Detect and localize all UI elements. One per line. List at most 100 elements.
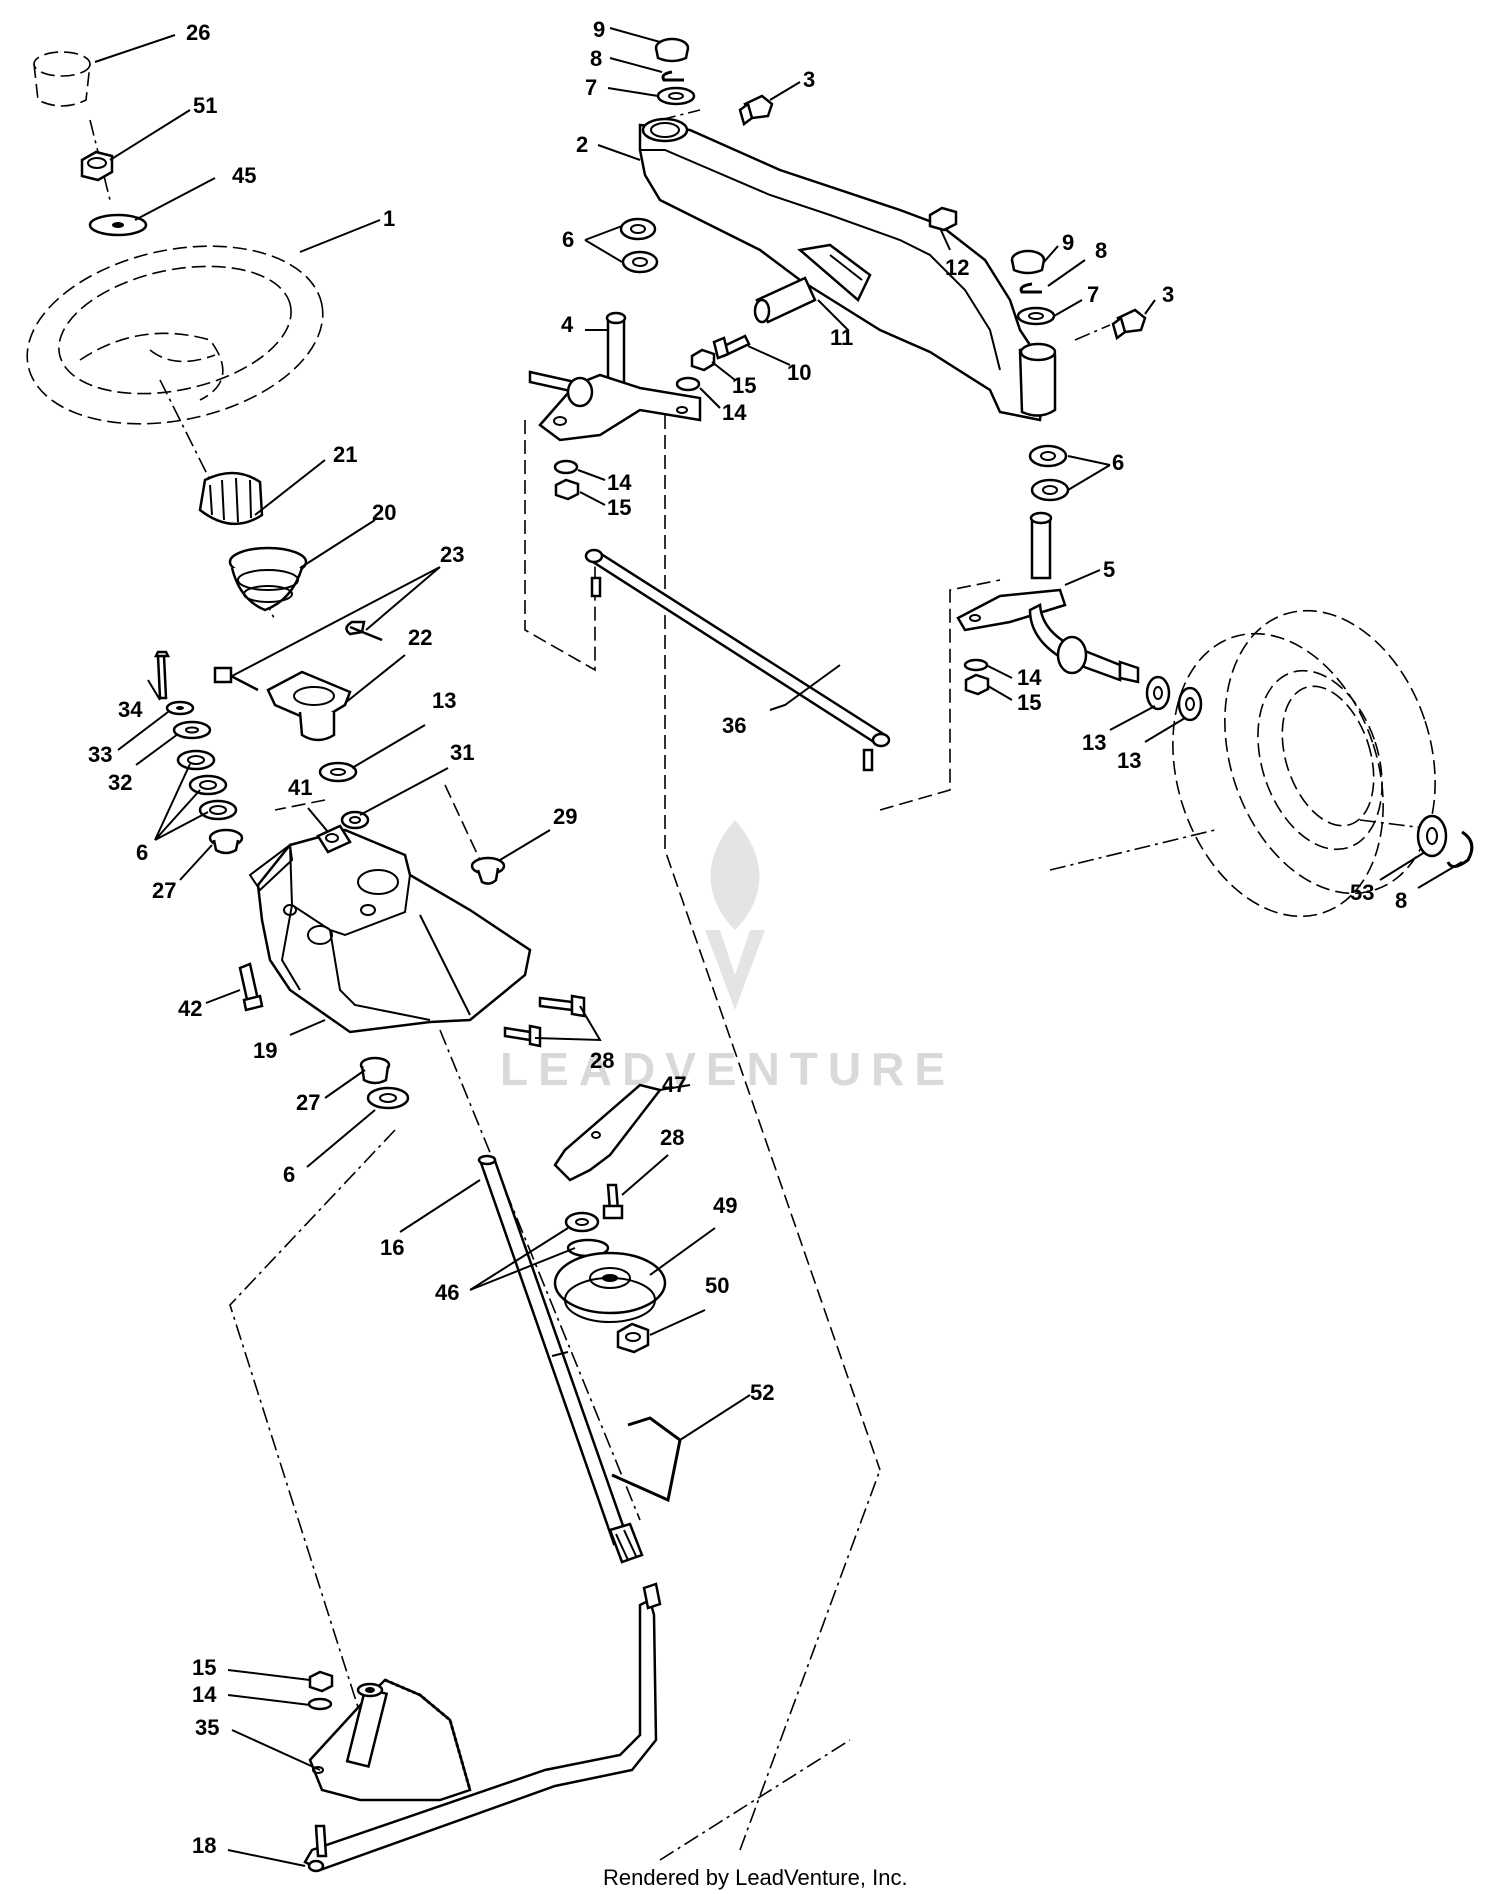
e-ring-8-left [661,70,684,82]
callout-23: 23 [440,542,464,567]
nut-50 [616,1322,650,1354]
callout-8-right: 8 [1095,238,1107,263]
callout-2: 2 [576,132,588,157]
callout-10: 10 [787,360,811,385]
callout-53: 53 [1350,880,1374,905]
callout-26: 26 [186,20,210,45]
callout-49: 49 [713,1193,737,1218]
callout-21: 21 [333,442,357,467]
callout-15-mid: 15 [607,495,631,520]
leadventure-watermark: LEADVENTURE [500,820,955,1095]
steering-cap [33,51,91,107]
callout-5: 5 [1103,557,1115,582]
bushing-31 [340,810,370,830]
callout-9-left: 9 [593,17,605,42]
bolt-18 [314,1824,328,1858]
steering-nut [80,150,114,182]
e-ring-8-right [1019,282,1042,294]
washer-7-left [656,86,696,106]
nut-15-mid [554,478,580,501]
callout-45: 45 [232,163,256,188]
callout-14-spindle: 14 [722,400,747,425]
footer-credit: Rendered by LeadVenture, Inc. [603,1865,908,1890]
steering-boot [228,546,308,612]
washer-14-mid [553,459,579,475]
bolt-3-right [1111,308,1147,341]
callout-41: 41 [288,775,312,800]
callout-42: 42 [178,996,202,1021]
callout-16: 16 [380,1235,404,1260]
spacer-11 [753,276,817,324]
sector-gear-35 [308,1678,472,1802]
tie-rod-36 [584,548,891,772]
idler-pulley-49 [553,1251,667,1323]
callout-15-right: 15 [1017,690,1041,715]
callout-13-right-b: 13 [1117,748,1141,773]
callout-14-lower: 14 [192,1682,217,1707]
drag-link [303,1582,662,1873]
nut-15-lower [308,1670,334,1693]
bolt-42 [238,962,264,1012]
callout-27-upper: 27 [152,878,176,903]
callout-22: 22 [408,625,432,650]
washer-14-right [963,658,989,672]
callout-6-stack: 6 [136,840,148,865]
steering-shaft [477,1154,644,1564]
bearing-flange [266,670,352,742]
cap-9-right [1010,249,1046,275]
callout-6-axle-right: 6 [1112,450,1124,475]
bolts-28 [503,994,586,1048]
bushing-29 [470,856,506,885]
callout-1: 1 [383,206,395,231]
idler-bracket-47 [553,1083,663,1182]
front-axle-beam [638,117,1057,422]
callout-15-spindle: 15 [732,373,756,398]
bolt-28-idler [602,1183,624,1220]
e-ring-8-wheel [1446,830,1474,868]
callout-51: 51 [193,93,217,118]
steering-wheel [26,245,324,425]
callout-8-left: 8 [590,46,602,71]
callout-52: 52 [750,1380,774,1405]
bushing-27-lower [359,1056,391,1085]
leader-lines [94,27,1463,1867]
bearing-stack-6 [176,749,238,821]
callout-14-mid: 14 [607,470,632,495]
bolt-3-left [738,94,774,127]
washer-53 [1416,814,1448,858]
callout-4: 4 [561,312,574,337]
washer-33 [165,700,195,716]
callout-11: 11 [830,325,853,350]
front-wheel [1172,609,1436,918]
spring-52 [611,1416,682,1503]
callout-3-left: 3 [803,67,815,92]
spindle-5-right [956,511,1140,684]
callout-28-idler: 28 [660,1125,684,1150]
callout-27-lower: 27 [296,1090,320,1115]
steering-adapter [198,471,264,526]
callout-6-axle-left: 6 [562,227,574,252]
callout-15-lower: 15 [192,1655,216,1680]
callout-28-bracket: 28 [590,1048,614,1073]
watermark-text: LEADVENTURE [500,1043,955,1095]
callout-33: 33 [88,742,112,767]
steering-bracket [248,828,532,1034]
callout-8-wheel: 8 [1395,888,1407,913]
washer-7-right [1016,306,1056,326]
callout-14-right: 14 [1017,665,1042,690]
nut-plate-41 [316,824,352,854]
washer-14-lower [307,1697,333,1711]
callout-3-right: 3 [1162,282,1174,307]
callout-31: 31 [450,740,474,765]
callout-35: 35 [195,1715,219,1740]
nut-15-upper [690,348,716,372]
washer-32 [172,720,212,740]
washers-13-right [1145,675,1203,722]
callout-12: 12 [945,255,969,280]
callout-36: 36 [722,713,746,738]
assembly-lines [89,109,1441,1861]
callout-32: 32 [108,770,132,795]
spindle-4-left [528,311,702,442]
bolt-23 [213,620,383,692]
